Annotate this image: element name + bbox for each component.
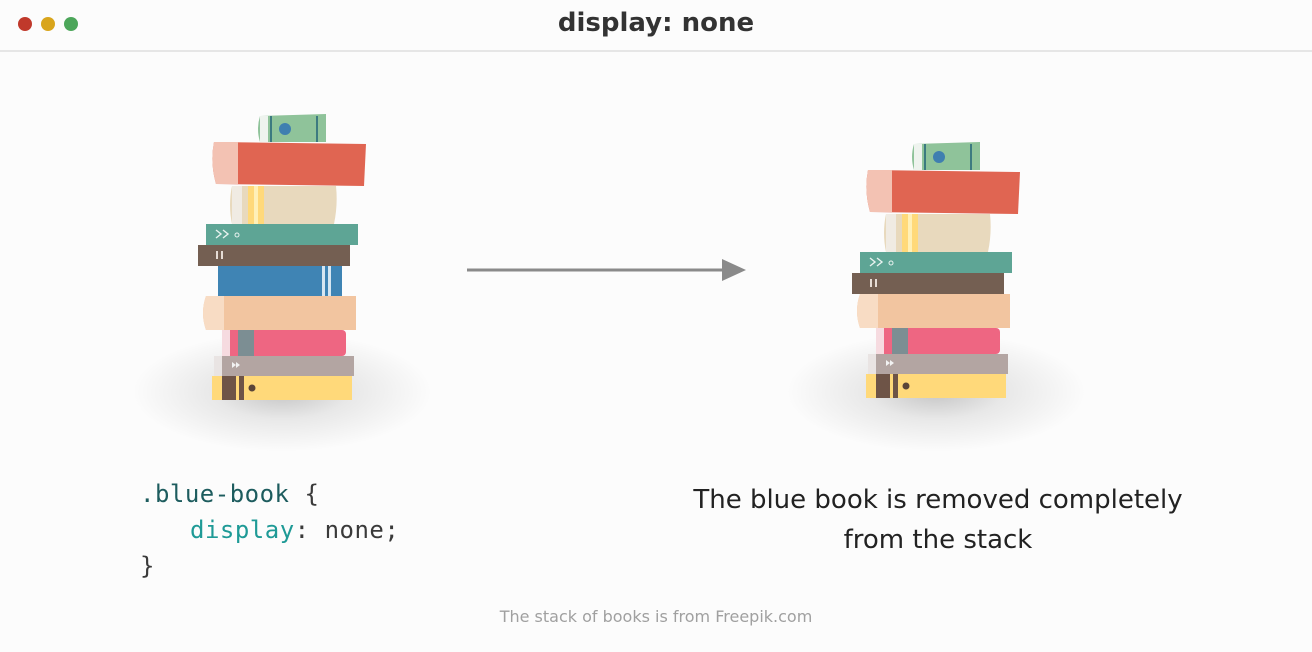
caption-line-2: from the stack [843, 525, 1033, 555]
css-value: none; [324, 516, 400, 544]
brown-book [198, 245, 350, 266]
blue-book [218, 266, 342, 296]
css-code-snippet: .blue-book { display: none; } [140, 476, 399, 584]
css-property: display [190, 516, 295, 544]
brown-book [852, 273, 1004, 294]
window-title: display: none [557, 8, 755, 38]
window-controls [18, 17, 78, 31]
css-selector: .blue-book [140, 480, 290, 508]
close-brace: } [140, 552, 155, 580]
css-colon: : [294, 516, 310, 544]
peach-book [857, 294, 1010, 328]
transition-arrow [467, 259, 746, 281]
close-window-button[interactable] [18, 17, 32, 31]
cream-book [884, 214, 991, 252]
teal-book [206, 224, 358, 245]
caption-line-1: The blue book is removed completely [693, 485, 1183, 515]
code-line-3: } [140, 548, 399, 584]
book-stack-after [786, 142, 1086, 452]
yellow-book [212, 376, 352, 400]
green-book [912, 142, 980, 170]
pink-book [876, 328, 1000, 354]
open-brace: { [304, 480, 320, 508]
code-line-1: .blue-book { [140, 476, 399, 512]
green-book [258, 114, 326, 142]
minimize-window-button[interactable] [41, 17, 55, 31]
image-credit: The stack of books is from Freepik.com [499, 607, 813, 626]
red-book [212, 142, 366, 186]
window-titlebar: display: none [0, 0, 1312, 52]
teal-book [860, 252, 1012, 273]
cream-book [230, 186, 337, 224]
book-stack-before [132, 114, 432, 452]
peach-book [203, 296, 356, 330]
code-line-2: display: none; [140, 512, 399, 548]
pink-book [222, 330, 346, 356]
maximize-window-button[interactable] [64, 17, 78, 31]
red-book [866, 170, 1020, 214]
mauve-book [214, 356, 354, 376]
yellow-book [866, 374, 1006, 398]
mauve-book [868, 354, 1008, 374]
result-caption: The blue book is removed completely from… [668, 480, 1208, 560]
